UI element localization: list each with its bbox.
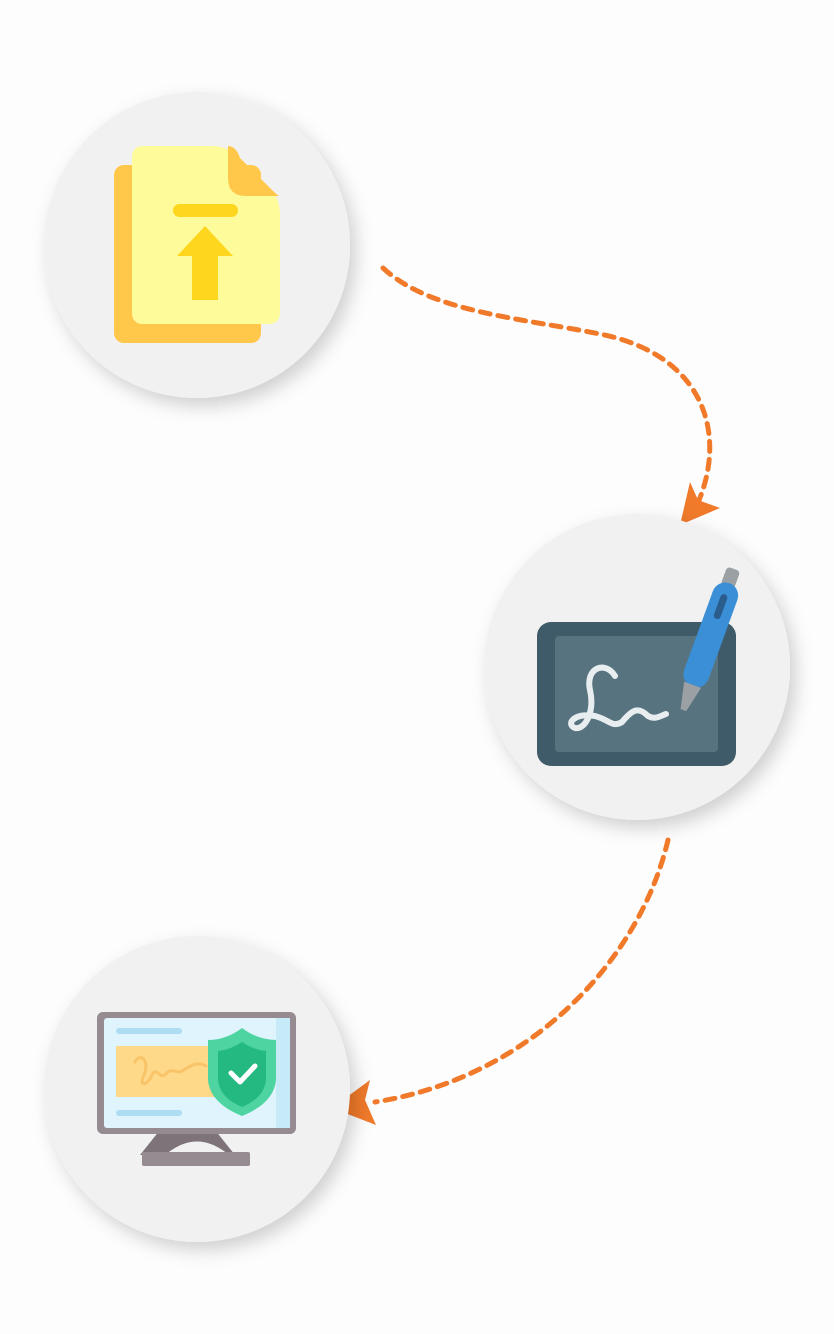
monitor-shield-check-icon xyxy=(97,1012,296,1166)
connector-arrow-2 xyxy=(372,837,671,1105)
connector-arrow-1 xyxy=(380,265,713,508)
arrowhead-1 xyxy=(680,482,720,525)
file-upload-icon xyxy=(114,146,280,343)
step-verified-signature xyxy=(44,936,350,1242)
step-upload-document xyxy=(44,92,350,398)
step-sign-document xyxy=(484,514,790,820)
arrowhead-2 xyxy=(332,1080,376,1125)
signature-pad-icon xyxy=(537,567,740,766)
